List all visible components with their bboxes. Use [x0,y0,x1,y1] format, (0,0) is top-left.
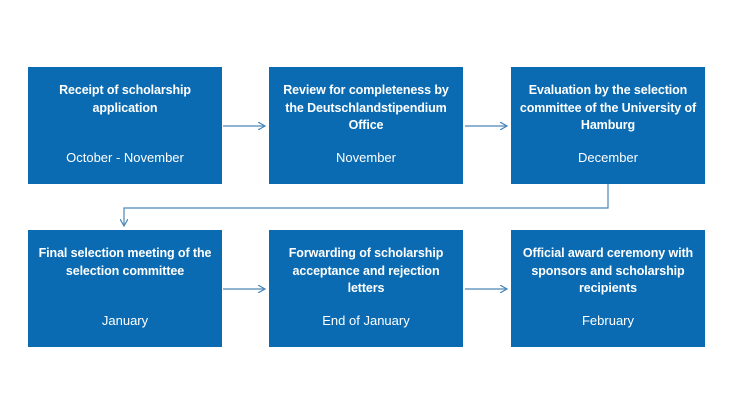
step-committee-evaluation: Evaluation by the selection committee of… [511,67,705,184]
step-forwarding-letters: Forwarding of scholarship acceptance and… [269,230,463,347]
step-receipt-of-application: Receipt of scholarship application Octob… [28,67,222,184]
step-title: Forwarding of scholarship acceptance and… [288,246,444,295]
step-title: Evaluation by the selection committee of… [519,83,697,132]
step-date: December [578,150,638,165]
step-title: Final selection meeting of the selection… [38,246,212,278]
step-completeness-review: Review for completeness by the Deutschla… [269,67,463,184]
step-date: October - November [66,150,184,165]
step-date: November [336,150,396,165]
step-award-ceremony: Official award ceremony with sponsors an… [511,230,705,347]
arrow-step3-to-step4 [124,184,609,226]
step-title: Official award ceremony with sponsors an… [522,246,694,295]
step-date: January [101,313,149,328]
step-title: Receipt of scholarship application [59,83,191,115]
step-title: Review for completeness by the Deutschla… [283,83,449,132]
step-final-selection-meeting: Final selection meeting of the selection… [28,230,222,347]
step-date: End of January [322,313,410,328]
step-date: February [581,313,635,328]
